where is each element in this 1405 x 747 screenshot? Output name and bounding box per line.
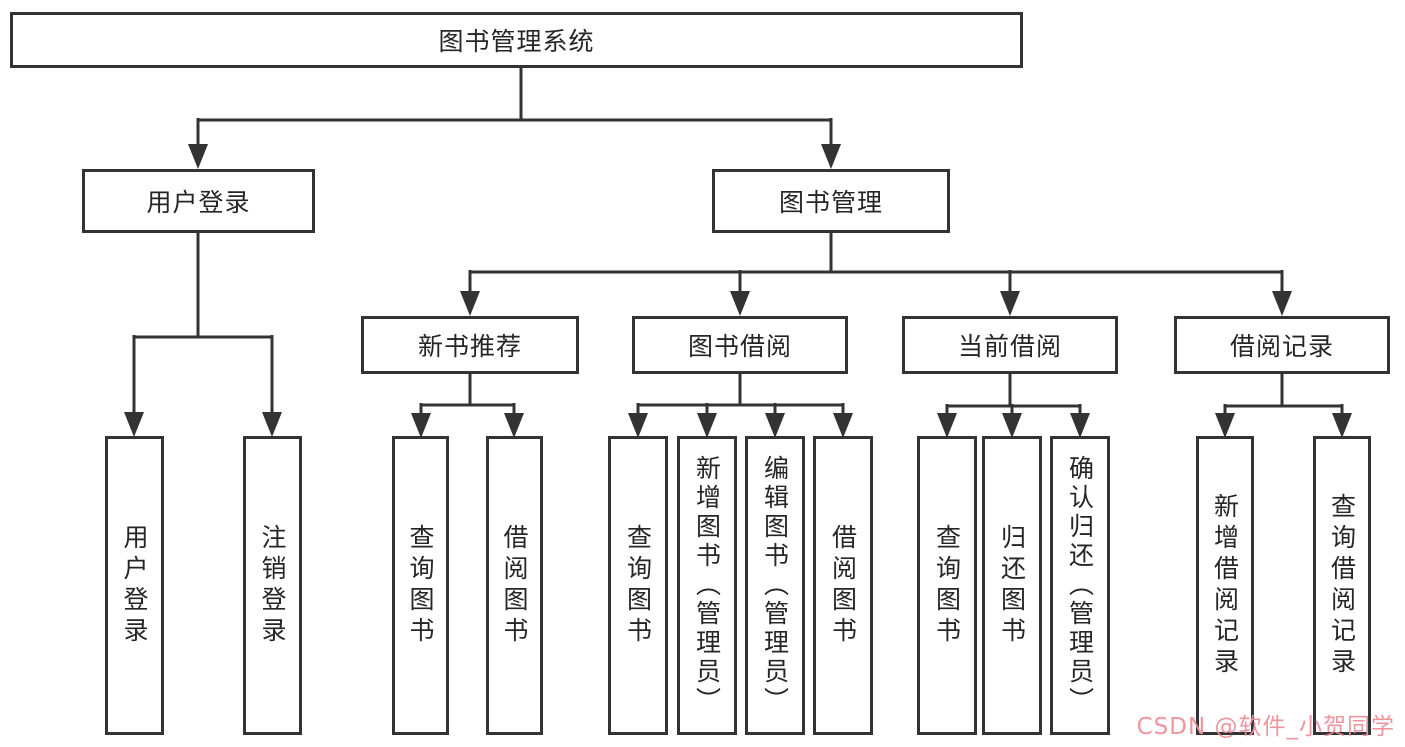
leaf-query-books-recommend: 查询图书 [392, 436, 449, 735]
leaf-borrow-books: 借阅图书 [813, 436, 873, 735]
leaf-logout: 注销登录 [243, 436, 302, 735]
leaf-query-borrow-record: 查询借阅记录 [1313, 436, 1371, 735]
leaf-edit-books-admin: 编辑图书（管理员） [745, 436, 805, 735]
leaf-query-books-current: 查询图书 [917, 436, 977, 735]
node-borrowing-records: 借阅记录 [1174, 316, 1390, 374]
node-book-management-branch: 图书管理 [712, 169, 950, 233]
node-new-book-recommendation: 新书推荐 [361, 316, 579, 374]
node-current-borrowing: 当前借阅 [902, 316, 1118, 374]
watermark-text: CSDN @软件_小贺同学 [1136, 714, 1395, 740]
leaf-return-books: 归还图书 [982, 436, 1042, 735]
leaf-query-books-borrowing: 查询图书 [608, 436, 668, 735]
node-user-login-branch: 用户登录 [82, 169, 315, 233]
leaf-confirm-return-admin: 确认归还（管理员） [1050, 436, 1110, 735]
leaf-user-login: 用户登录 [105, 436, 164, 735]
node-book-borrowing: 图书借阅 [632, 316, 848, 374]
leaf-add-borrow-record: 新增借阅记录 [1196, 436, 1254, 735]
leaf-add-books-admin: 新增图书（管理员） [677, 436, 737, 735]
leaf-borrow-books-recommend: 借阅图书 [486, 436, 543, 735]
node-library-management-system: 图书管理系统 [10, 12, 1023, 68]
